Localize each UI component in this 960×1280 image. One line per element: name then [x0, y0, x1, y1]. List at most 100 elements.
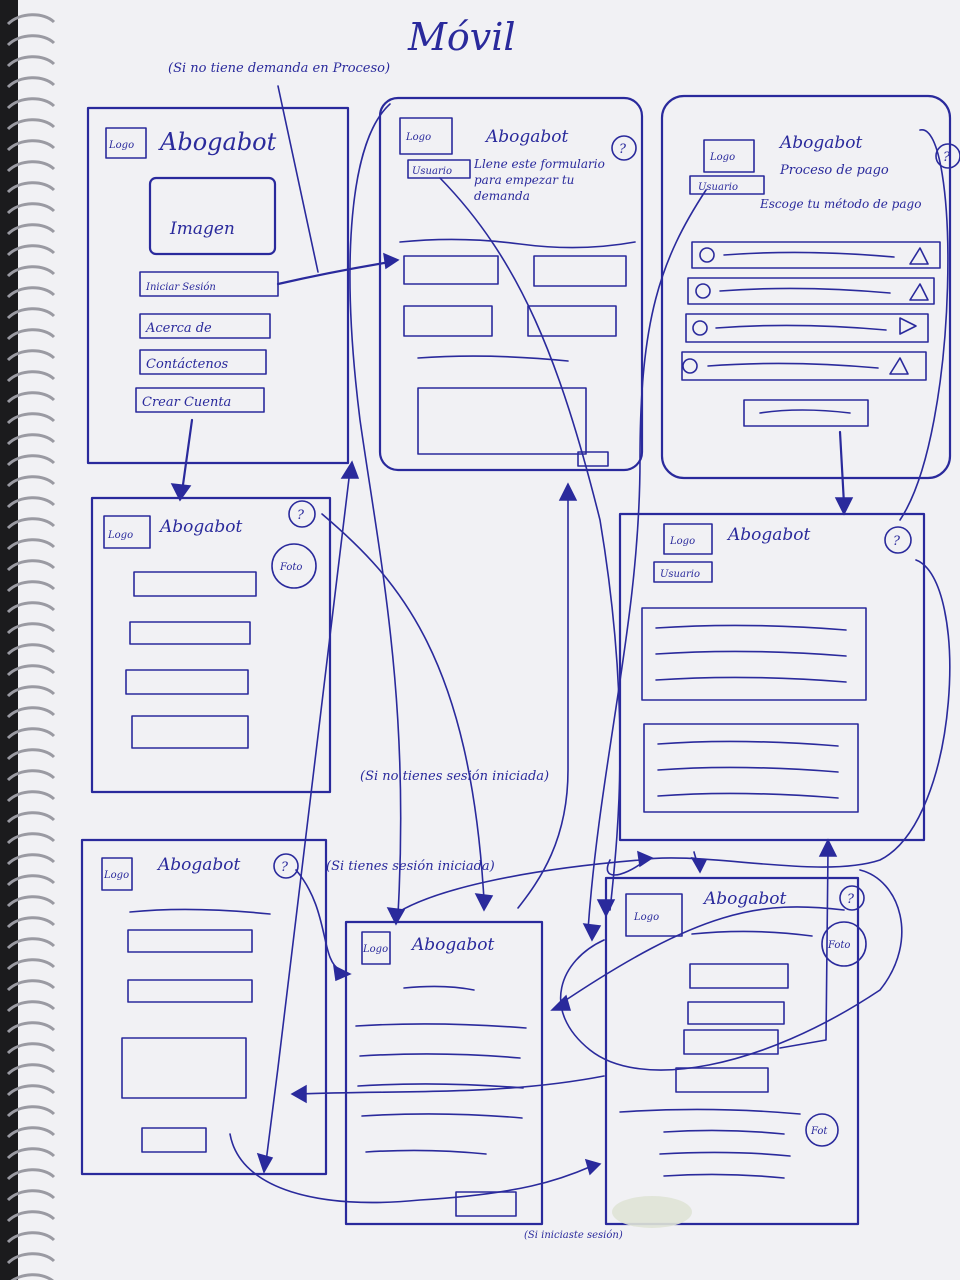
spiral-ring: [6, 601, 56, 614]
logo-label: Logo: [108, 140, 134, 151]
form-field[interactable]: [403, 255, 499, 285]
spiral-ring: [6, 34, 56, 47]
submit-button[interactable]: [577, 451, 609, 467]
form-field[interactable]: [125, 669, 249, 695]
spiral-ring: [6, 370, 56, 383]
user-badge[interactable]: [653, 561, 713, 583]
logo-label: Logo: [633, 912, 659, 923]
spiral-ring: [6, 1126, 56, 1139]
logo-label: Logo: [669, 536, 695, 547]
help-icon[interactable]: [935, 143, 960, 169]
create-account-button[interactable]: [135, 387, 265, 413]
help-icon-label: ?: [619, 142, 627, 157]
payment-option[interactable]: [681, 351, 927, 381]
screen-dashboard: Logo Abogabot ? Usuario: [618, 512, 926, 842]
payment-option[interactable]: [685, 313, 929, 343]
spiral-ring: [6, 454, 56, 467]
logo-label: Logo: [405, 132, 431, 143]
spiral-ring: [6, 559, 56, 572]
spiral-ring: [6, 223, 56, 236]
help-icon-label: ?: [943, 150, 951, 165]
spiral-ring: [6, 1210, 56, 1223]
payment-option[interactable]: [687, 277, 935, 305]
spiral-ring: [6, 958, 56, 971]
form-field[interactable]: [683, 1029, 779, 1055]
text-area[interactable]: [121, 1037, 247, 1099]
spiral-ring: [6, 1084, 56, 1097]
spiral-ring: [6, 832, 56, 845]
photo-avatar[interactable]: [271, 543, 317, 589]
spiral-ring: [6, 853, 56, 866]
spiral-ring: [6, 664, 56, 677]
pay-button[interactable]: [743, 399, 869, 427]
notebook-page: [18, 0, 960, 1280]
spiral-ring: [6, 517, 56, 530]
form-field[interactable]: [675, 1067, 769, 1093]
spiral-ring: [6, 1147, 56, 1160]
spiral-ring: [6, 622, 56, 635]
logo-label: Logo: [362, 944, 388, 955]
spiral-ring: [6, 1168, 56, 1181]
spiral-ring: [6, 1252, 56, 1265]
help-icon[interactable]: [611, 135, 637, 161]
help-icon[interactable]: [839, 885, 865, 911]
payment-option[interactable]: [691, 241, 941, 269]
form-field[interactable]: [533, 255, 627, 287]
help-icon[interactable]: [273, 853, 299, 879]
submit-button[interactable]: [131, 715, 249, 749]
spiral-ring: [6, 1000, 56, 1013]
form-instruction: Llene este formulario para empezar tu de…: [474, 157, 605, 203]
form-field[interactable]: [127, 979, 253, 1003]
spiral-ring: [6, 580, 56, 593]
form-field[interactable]: [403, 305, 493, 337]
logo-box: [703, 139, 755, 173]
form-field[interactable]: [127, 929, 253, 953]
text-area[interactable]: [417, 387, 587, 455]
page-title: Móvil: [407, 15, 516, 59]
logo-label: Logo: [103, 870, 129, 881]
brand-name: Abogabot: [156, 855, 241, 875]
note-after-login: (Si iniciaste sesión): [524, 1230, 623, 1241]
spiral-ring: [6, 685, 56, 698]
spiral-ring: [6, 412, 56, 425]
note-with-session: (Si tienes sesión iniciada): [326, 859, 495, 874]
help-icon[interactable]: [884, 526, 912, 554]
user-badge[interactable]: [689, 175, 765, 195]
spiral-ring: [6, 643, 56, 656]
contact-button[interactable]: [139, 349, 267, 375]
user-badge-label: Usuario: [660, 569, 700, 580]
spiral-ring: [6, 769, 56, 782]
help-icon[interactable]: [288, 500, 316, 528]
form-field[interactable]: [133, 571, 257, 597]
form-field[interactable]: [527, 305, 617, 337]
screen-payment: Logo Abogabot Proceso de pago ? Usuario …: [660, 94, 960, 480]
screen-register: Logo Abogabot ? Foto: [90, 496, 332, 794]
spiral-binding: [6, 13, 56, 1280]
screen-contact: Logo Abogabot ?: [80, 838, 328, 1176]
user-badge[interactable]: [407, 159, 471, 179]
spiral-ring: [6, 433, 56, 446]
spiral-ring: [6, 244, 56, 257]
action-button[interactable]: [455, 1191, 517, 1217]
brand-name: Abogabot: [410, 935, 495, 955]
photo-avatar[interactable]: [821, 921, 867, 967]
logo-label: Logo: [107, 530, 133, 541]
form-field[interactable]: [687, 1001, 785, 1025]
info-panel: [641, 607, 867, 701]
screen-profile: Logo Abogabot ? Foto Fot: [604, 876, 867, 1226]
form-field[interactable]: [129, 621, 251, 645]
submit-button[interactable]: [141, 1127, 207, 1153]
user-badge-label: Usuario: [412, 166, 452, 177]
help-icon-label: ?: [297, 508, 305, 523]
spiral-ring: [6, 55, 56, 68]
fab-button[interactable]: [805, 1113, 839, 1147]
about-button[interactable]: [139, 313, 271, 339]
image-label: Imagen: [169, 219, 235, 239]
fab-label: Fot: [810, 1126, 828, 1137]
form-field[interactable]: [689, 963, 789, 989]
logo-box: [663, 523, 713, 555]
spiral-ring: [6, 286, 56, 299]
spiral-ring: [6, 265, 56, 278]
spiral-ring: [6, 349, 56, 362]
